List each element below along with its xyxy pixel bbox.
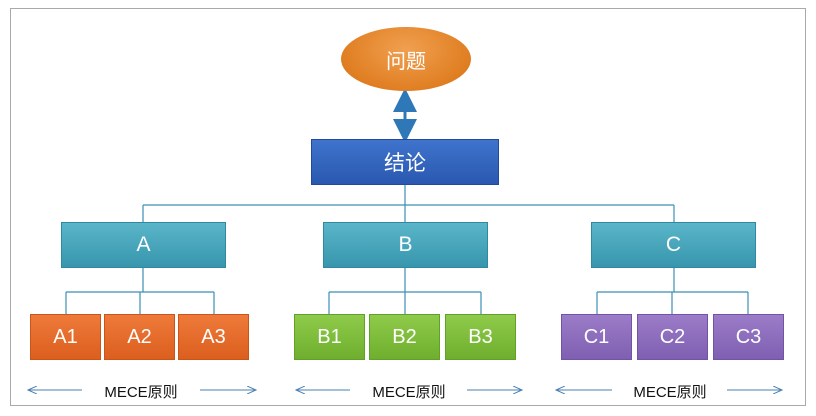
group-node-a: A (61, 222, 226, 268)
leaf-node-c2: C2 (637, 314, 708, 360)
leaf-node-a1: A1 (30, 314, 101, 360)
mece-label-c: MECE原则 (633, 384, 707, 401)
root-problem-node: 问题 (341, 27, 471, 91)
leaf-node-b1: B1 (294, 314, 365, 360)
leaf-label-c2: C2 (659, 325, 686, 348)
leaf-node-a3: A3 (178, 314, 249, 360)
leaf-label-a2: A2 (127, 325, 152, 348)
leaf-node-c3: C3 (713, 314, 784, 360)
leaf-label-a1: A1 (53, 325, 78, 348)
leaf-label-b2: B2 (392, 325, 417, 348)
leaf-node-b2: B2 (369, 314, 440, 360)
group-label-a: A (136, 233, 151, 256)
mece-label-a: MECE原则 (104, 384, 178, 401)
group-label-c: C (665, 233, 682, 256)
leaf-node-c1: C1 (561, 314, 632, 360)
group-node-c: C (591, 222, 756, 268)
group-label-b: B (398, 233, 413, 256)
leaf-node-b3: B3 (445, 314, 516, 360)
leaf-label-a3: A3 (201, 325, 226, 348)
leaf-label-c1: C1 (583, 325, 610, 348)
leaf-node-a2: A2 (104, 314, 175, 360)
group-node-b: B (323, 222, 488, 268)
leaf-label-b3: B3 (468, 325, 493, 348)
leaf-label-c3: C3 (735, 325, 762, 348)
leaf-label-b1: B1 (317, 325, 342, 348)
conclusion-label: 结论 (384, 152, 426, 175)
mece-label-b: MECE原则 (372, 384, 446, 401)
conclusion-node: 结论 (311, 139, 499, 185)
root-problem-label: 问题 (386, 50, 426, 73)
